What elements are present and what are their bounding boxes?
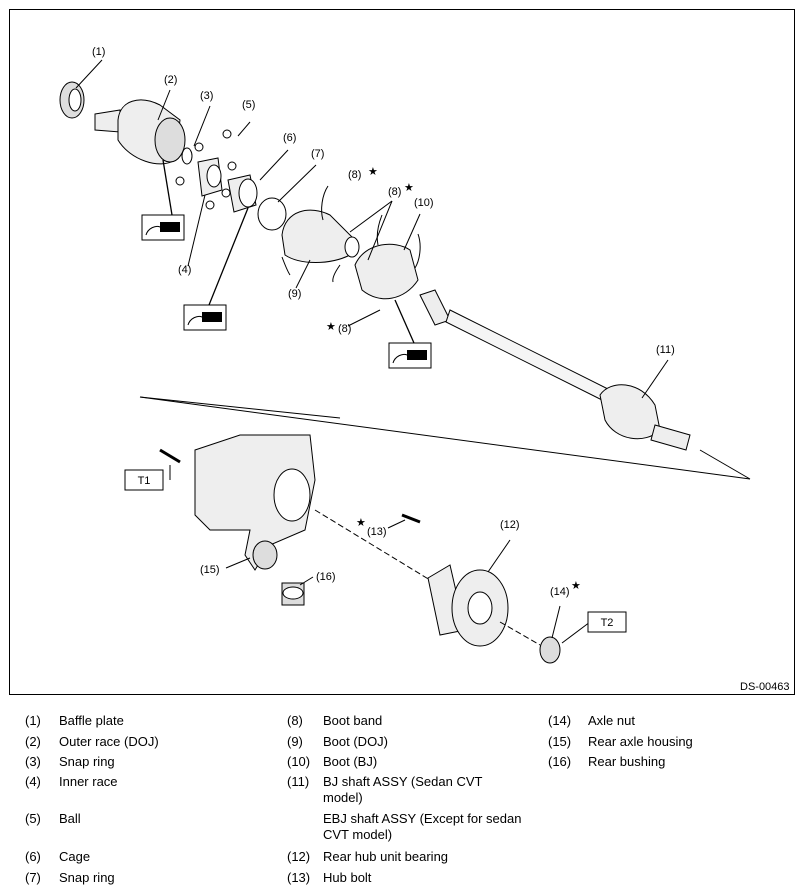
star-8b: ★	[404, 182, 414, 194]
outer-race-part	[94, 99, 186, 165]
legend-item: (16)Rear bushing	[548, 754, 666, 769]
rear-bushing-part	[281, 582, 305, 606]
callout-5: (5)	[242, 99, 255, 111]
callout-13: (13)	[367, 526, 387, 538]
callout-15: (15)	[200, 564, 220, 576]
callout-4: (4)	[178, 264, 191, 276]
legend-item: EBJ shaft ASSY (Except for sedan CVT mod…	[323, 811, 522, 842]
legend-col-1: (1)Baffle plate (2)Outer race (DOJ) (3)S…	[25, 713, 265, 890]
knuckle-bolt-part	[159, 448, 181, 464]
legend-item: (12)Rear hub unit bearing	[287, 849, 449, 864]
snap-ring-7-part	[257, 197, 287, 231]
legend-col-2: (8)Boot band (9)Boot (DOJ) (10)Boot (BJ)…	[287, 713, 537, 890]
callout-10: (10)	[414, 197, 434, 209]
star-8c: ★	[326, 321, 336, 333]
callout-12: (12)	[500, 519, 520, 531]
legend-item: (6)Cage	[25, 849, 91, 864]
legend-col-3: (14)Axle nut (15)Rear axle housing (16)R…	[548, 713, 788, 774]
legend-item: (13)Hub bolt	[287, 870, 372, 885]
grease-gun-icon	[183, 304, 227, 331]
grease-gun-icon	[141, 214, 185, 241]
callout-8b: (8)	[388, 186, 401, 198]
callout-8a: (8)	[348, 169, 361, 181]
legend-item: (4)Inner race	[25, 774, 118, 789]
legend-item: (9)Boot (DOJ)	[287, 734, 389, 749]
legend-item: (7)Snap ring	[25, 870, 115, 885]
callout-3: (3)	[200, 90, 213, 102]
inner-race-part	[197, 157, 223, 197]
callout-14: (14)	[550, 586, 570, 598]
cage-part	[227, 174, 258, 213]
baffle-plate-part	[59, 81, 85, 119]
ball-part	[175, 129, 237, 210]
rear-axle-housing-part	[194, 434, 316, 571]
callout-8c: (8)	[338, 323, 351, 335]
legend-item: (15)Rear axle housing	[548, 734, 693, 749]
torque-box-t2: T2	[601, 617, 614, 629]
star-8a: ★	[368, 166, 378, 178]
torque-box-t1: T1	[138, 475, 151, 487]
callout-9: (9)	[288, 288, 301, 300]
legend-item: (2)Outer race (DOJ)	[25, 734, 159, 749]
hub-bolt-part	[401, 513, 421, 524]
legend-item: (3)Snap ring	[25, 754, 115, 769]
bj-shaft-assy-part	[419, 289, 691, 451]
callout-2: (2)	[164, 74, 177, 86]
axle-nut-part	[539, 636, 561, 664]
callout-6: (6)	[283, 132, 296, 144]
boot-bj-part	[354, 243, 419, 300]
legend-item: (10)Boot (BJ)	[287, 754, 378, 769]
diagram-code: DS-00463	[740, 681, 790, 693]
callout-16: (16)	[316, 571, 336, 583]
star-13: ★	[356, 517, 366, 529]
legend-item: (1)Baffle plate	[25, 713, 124, 728]
star-14: ★	[571, 580, 581, 592]
snap-ring-part	[181, 147, 193, 165]
legend-item: (14)Axle nut	[548, 713, 635, 728]
legend-item: (5)Ball	[25, 811, 81, 826]
grease-gun-icon	[388, 342, 432, 369]
boot-band-part	[321, 185, 329, 221]
boot-doj-part	[281, 209, 360, 263]
callout-11: (11)	[656, 344, 675, 356]
rear-hub-unit-bearing-part	[427, 564, 509, 647]
callout-7: (7)	[311, 148, 324, 160]
legend-item: (8)Boot band	[287, 713, 383, 728]
callout-1: (1)	[92, 46, 105, 58]
exploded-diagram: T1 T2 (1) (2) (3) (4) (5) (6) (7) (8) ★ …	[9, 9, 795, 695]
legend-item: (11)BJ shaft ASSY (Sedan CVT model)	[287, 774, 483, 805]
